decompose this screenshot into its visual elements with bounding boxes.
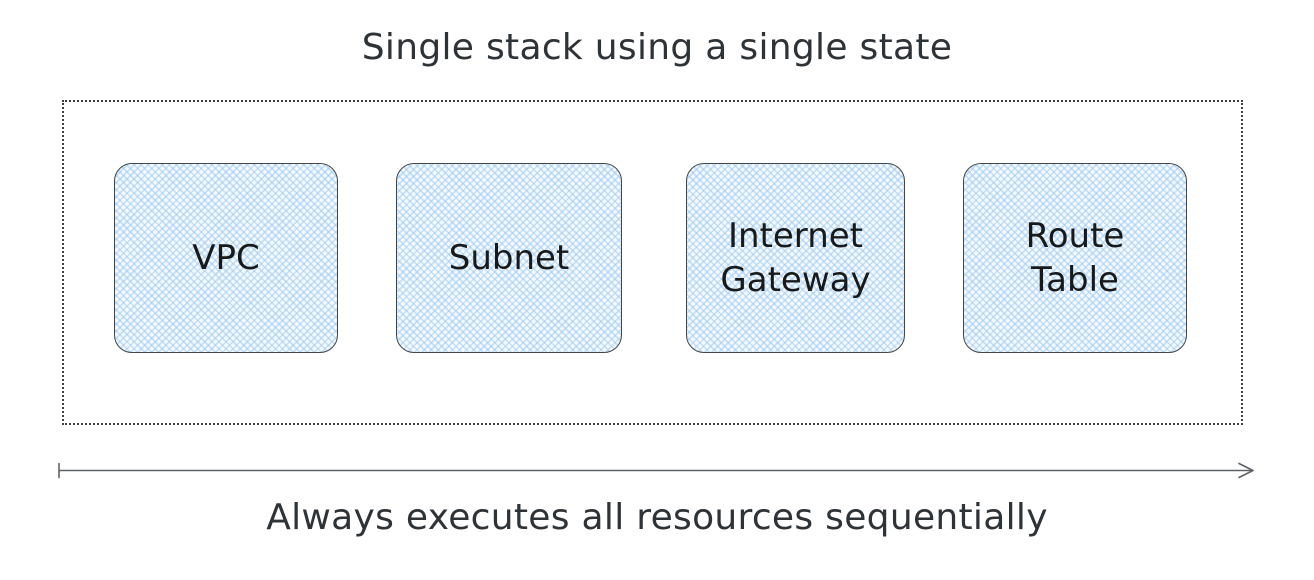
- diagram-title: Single stack using a single state: [361, 27, 953, 68]
- resource-box-vpc: VPC: [114, 163, 338, 353]
- arrow-head: [1238, 462, 1254, 479]
- resource-label-internet-gateway: Internet Gateway: [720, 215, 871, 300]
- single-stack-boundary: [62, 100, 1243, 425]
- resource-label-route-table: Route Table: [1025, 215, 1125, 300]
- sequence-arrow: [52, 456, 1262, 484]
- resource-label-subnet: Subnet: [448, 237, 570, 278]
- sequence-arrow-svg: [58, 462, 1254, 479]
- resource-box-internet-gateway: Internet Gateway: [686, 163, 905, 353]
- resource-box-route-table: Route Table: [963, 163, 1187, 353]
- resource-box-subnet: Subnet: [396, 163, 622, 353]
- diagram-caption: Always executes all resources sequential…: [266, 497, 1048, 538]
- resource-label-vpc: VPC: [192, 237, 260, 278]
